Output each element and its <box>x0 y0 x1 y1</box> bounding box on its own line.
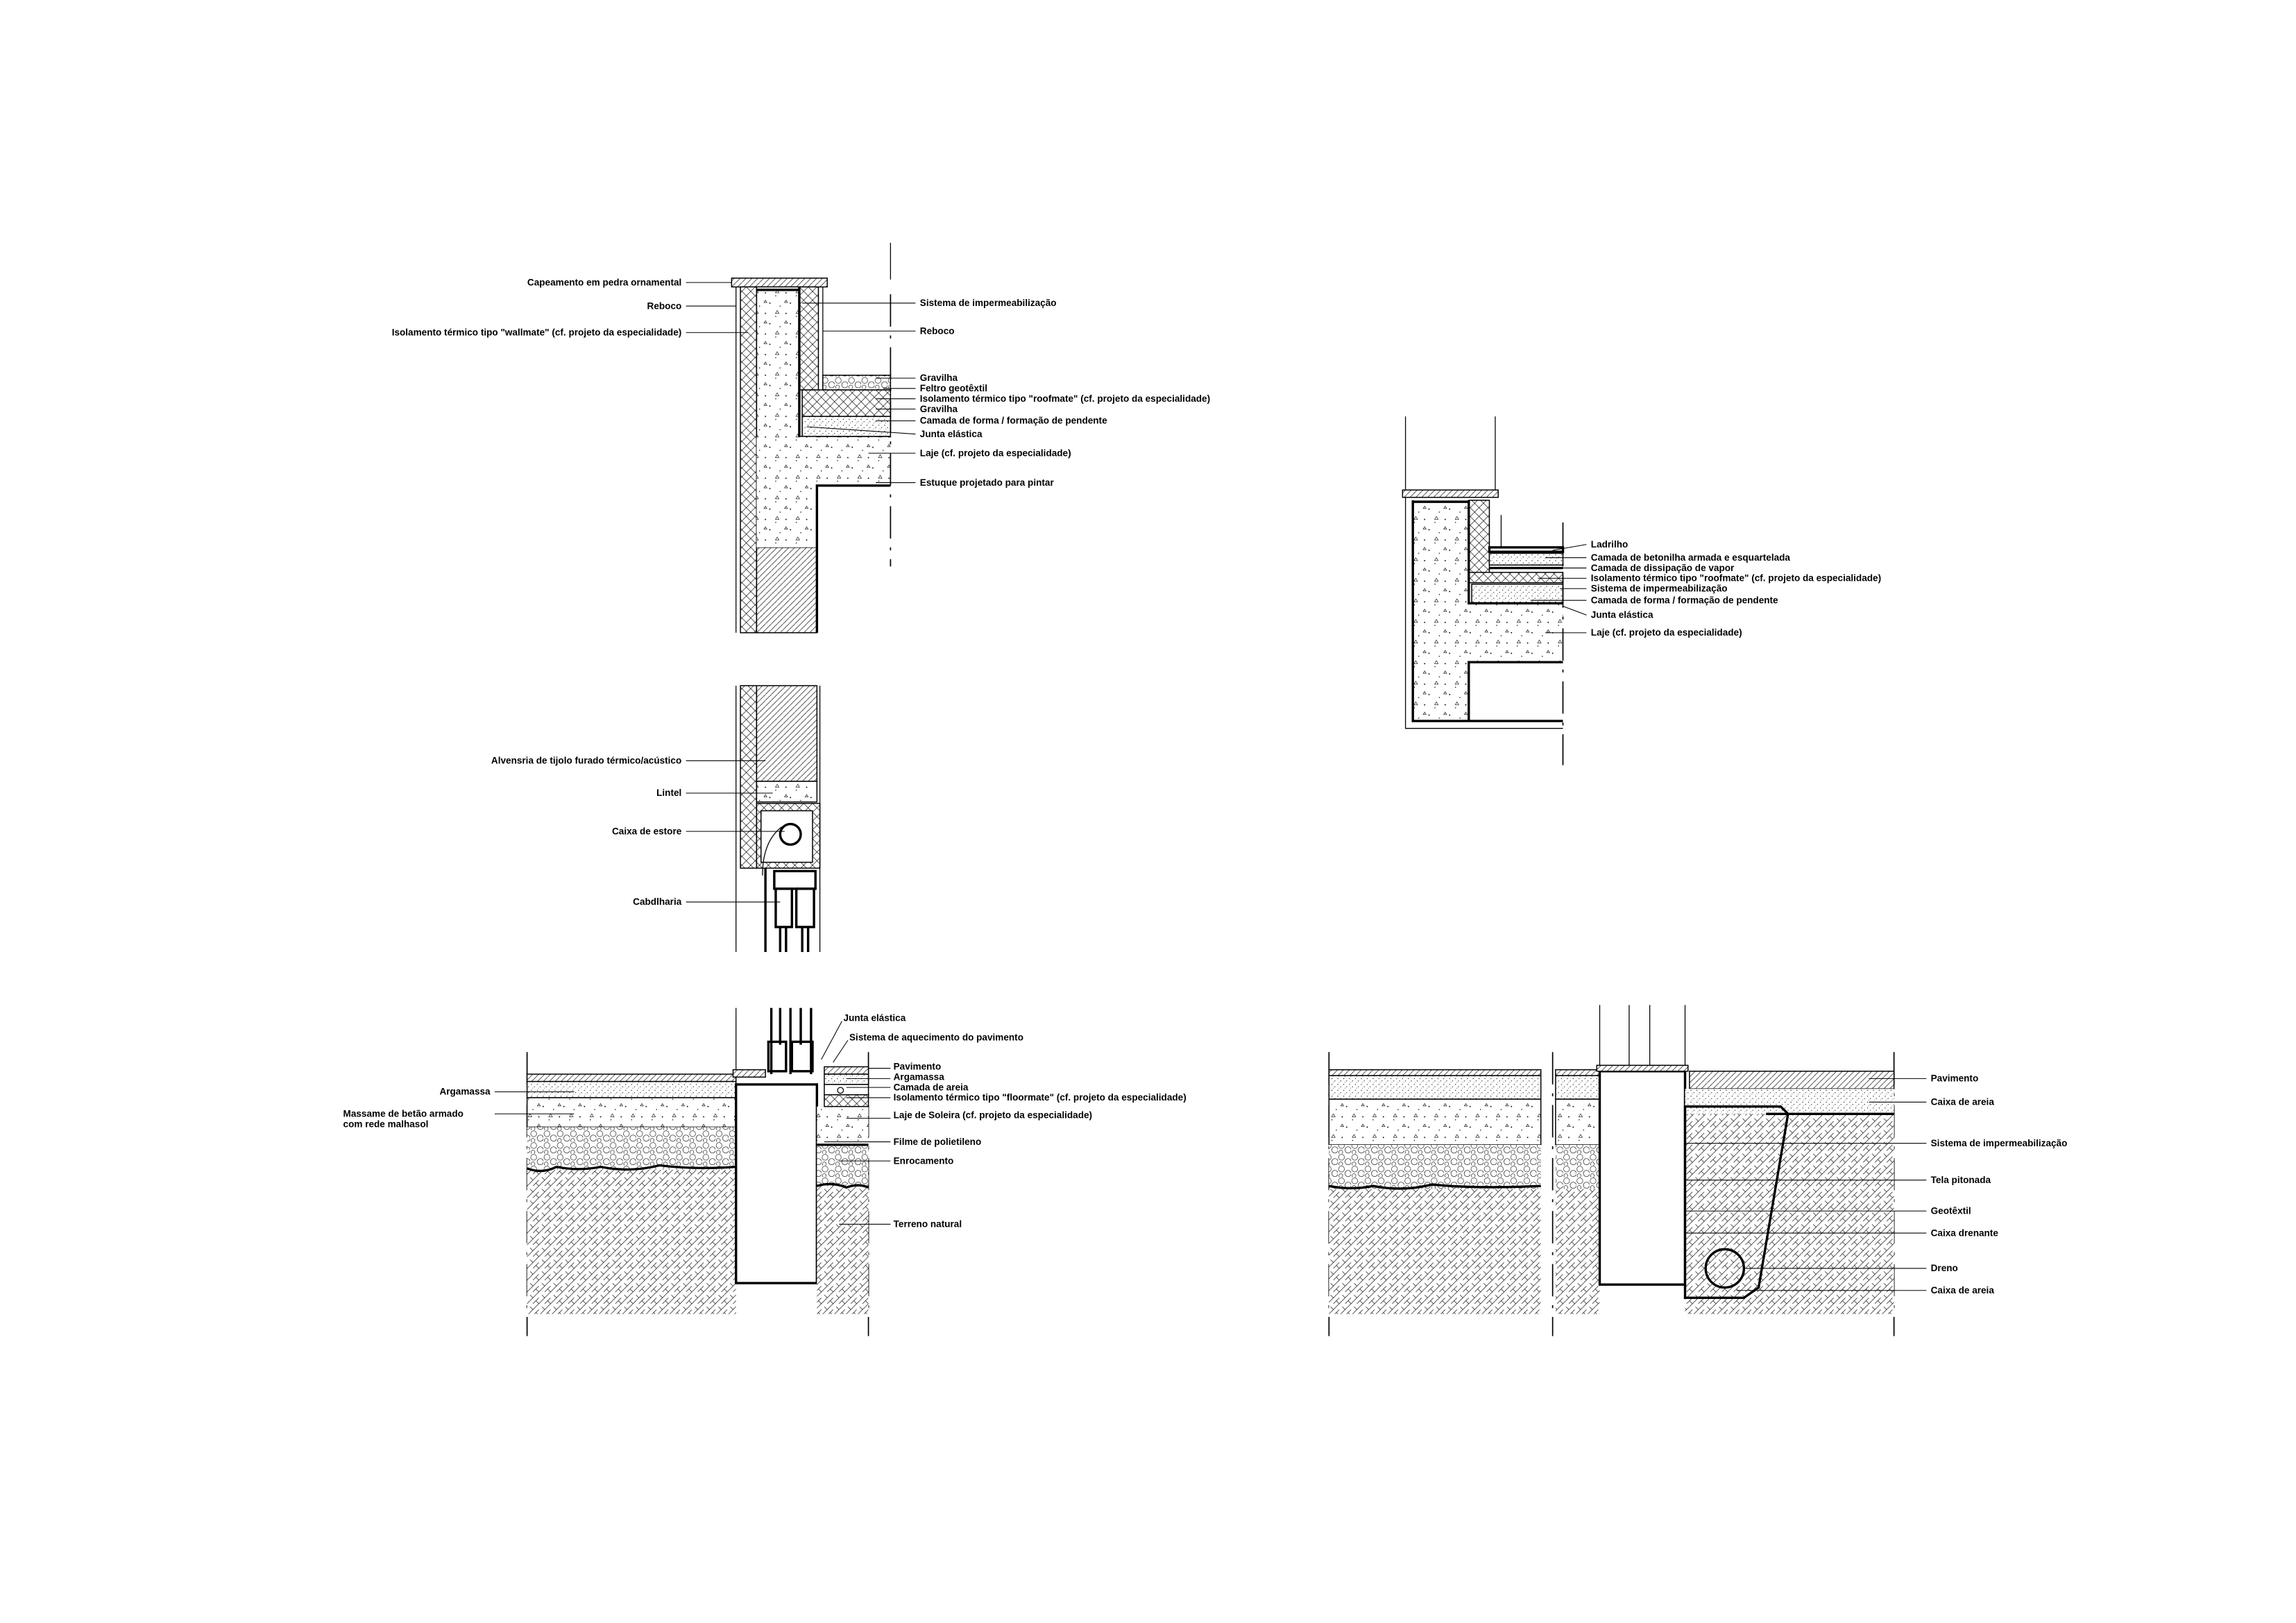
mortar-layer <box>526 1080 737 1098</box>
label-sand-box: Caixa de areia <box>1931 1285 1995 1295</box>
label-waterproofing: Sistema de impermeabilização <box>920 298 1057 308</box>
paving <box>1689 1071 1895 1089</box>
label-roofmate-insulation: Isolamento térmico tipo "roofmate" (cf. … <box>1591 573 1881 584</box>
label-plaster: Estuque projetado para pintar <box>920 477 1055 488</box>
label-render-inner: Reboco <box>920 325 955 336</box>
foundation-wall <box>1598 1070 1687 1286</box>
label-mortar: Argamassa <box>894 1072 945 1082</box>
label-slope-screed: Camada de forma / formação de pendente <box>920 416 1107 426</box>
label-wallmate-insulation: Isolamento térmico tipo "wallmate" (cf. … <box>392 327 682 337</box>
label-slope-screed: Camada de forma / formação de pendente <box>1591 595 1778 605</box>
inner-insulation <box>799 286 819 391</box>
label-dimpled-membrane: Tela pitonada <box>1931 1175 1991 1185</box>
label-lintel: Lintel <box>656 788 681 798</box>
label-geotextile: Geotêxtil <box>1931 1205 1971 1216</box>
label-elastic-joint: Junta elástica <box>920 429 983 439</box>
rockfill <box>527 1127 736 1170</box>
label-window-frame: Cabdlharia <box>633 897 682 907</box>
wall-concrete <box>1413 500 1469 722</box>
parapet-detail: Capeamento em pedra ornamental Reboco Is… <box>392 242 1210 634</box>
brick-wall <box>756 685 818 782</box>
floor-section-right <box>1555 1069 1601 1314</box>
label-concrete-slab-line2: com rede malhasol <box>343 1119 429 1129</box>
label-slab: Laje (cf. projeto da especialidade) <box>1591 627 1742 638</box>
lintel-detail: Alvensria de tijolo furado térmico/acúst… <box>491 685 821 953</box>
shutter-roll <box>779 822 802 846</box>
label-brick-masonry: Alvensria de tijolo furado térmico/acúst… <box>491 756 681 766</box>
exterior-insulation <box>740 685 758 869</box>
label-floormate-insulation: Isolamento térmico tipo "floormate" (cf.… <box>894 1092 1187 1103</box>
tile-layer <box>1488 546 1565 553</box>
threshold <box>732 1069 766 1078</box>
ground-floor-detail: Junta elástica Sistema de aquecimento do… <box>343 1008 1187 1336</box>
terrace-detail: Ladrilho Camada de betonilha armada e es… <box>1402 416 1881 765</box>
floor-section-left <box>1328 1069 1542 1314</box>
gravel-layer <box>822 375 892 391</box>
label-floor-finish: Pavimento <box>894 1062 942 1072</box>
label-concrete-slab-line1: Massame de betão armado <box>343 1109 464 1119</box>
drainage-box <box>1683 1105 1789 1300</box>
label-drainage-box: Caixa drenante <box>1931 1227 1999 1238</box>
reinforced-concrete-slab <box>526 1097 737 1128</box>
label-mortar-left: Argamassa <box>439 1087 491 1097</box>
label-drain: Dreno <box>1931 1263 1958 1273</box>
slope-screed <box>801 416 892 438</box>
label-waterproofing: Sistema de impermeabilização <box>1931 1138 2068 1148</box>
label-elastic-joint: Junta elástica <box>1591 610 1653 620</box>
floor-finish <box>526 1073 737 1082</box>
exterior-insulation <box>740 286 758 634</box>
label-floor-heating: Sistema de aquecimento do pavimento <box>849 1032 1023 1042</box>
label-shutter-box: Caixa de estore <box>612 826 682 836</box>
label-waterproofing: Sistema de impermeabilização <box>1591 583 1728 593</box>
stone-capping <box>731 278 828 288</box>
label-roofmate-insulation: Isolamento térmico tipo "roofmate" (cf. … <box>920 393 1210 404</box>
label-gravel: Gravilha <box>920 373 958 383</box>
label-geotextile: Feltro geotêxtil <box>920 383 987 393</box>
window-frame <box>767 1008 814 1075</box>
label-paving: Pavimento <box>1931 1073 1979 1084</box>
label-sand-bed: Caixa de areia <box>1931 1097 1995 1107</box>
sand-bed <box>1685 1089 1894 1114</box>
natural-ground <box>527 1169 736 1314</box>
window-frame <box>773 869 817 890</box>
label-render: Reboco <box>647 300 682 311</box>
roofmate-insulation <box>1468 500 1490 582</box>
screed-layer <box>1488 552 1564 566</box>
label-vapour-layer: Camada de dissipação de vapor <box>1591 563 1735 573</box>
label-rockfill: Enrocamento <box>894 1155 954 1166</box>
brick-wall <box>756 547 818 634</box>
label-sand-layer: Camada de areia <box>894 1082 969 1092</box>
label-tile: Ladrilho <box>1591 539 1629 550</box>
drainage-detail: Pavimento Caixa de areia Sistema de impe… <box>1328 1005 2068 1336</box>
label-gravel-2: Gravilha <box>920 404 958 414</box>
label-stone-capping: Capeamento em pedra ornamental <box>527 277 681 287</box>
lintel <box>756 781 818 803</box>
roofmate-insulation <box>801 389 892 417</box>
label-polyethylene-film: Filme de polietileno <box>894 1137 982 1147</box>
label-natural-ground: Terreno natural <box>894 1219 962 1230</box>
label-slab: Laje (cf. projeto da especialidade) <box>920 448 1071 458</box>
stone-capping <box>1402 489 1499 498</box>
natural-ground <box>1685 1114 1894 1314</box>
label-elastic-joint: Junta elástica <box>844 1013 906 1023</box>
label-reinforced-screed: Camada de betonilha armada e esquartelad… <box>1591 552 1791 563</box>
foundation-beam <box>735 1083 819 1284</box>
label-ground-slab: Laje de Soleira (cf. projeto da especial… <box>894 1110 1092 1121</box>
